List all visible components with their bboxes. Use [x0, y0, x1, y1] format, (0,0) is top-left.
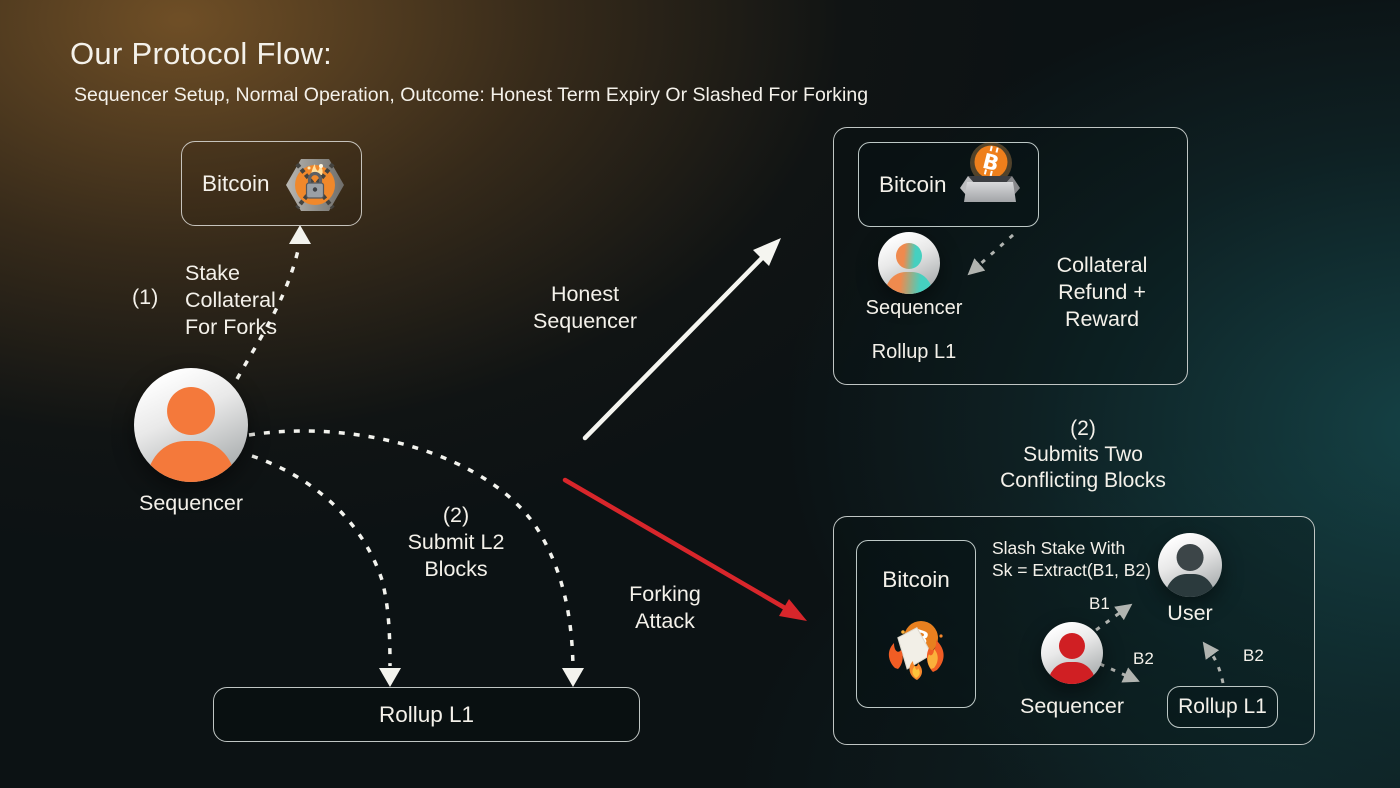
b2-right-arrow — [1202, 641, 1225, 684]
slash-stake-label: Slash Stake With Sk = Extract(B1, B2) — [992, 538, 1152, 580]
submit-blocks-inner-arc — [251, 454, 392, 667]
avatar-body — [884, 271, 934, 294]
forking-arrow — [562, 477, 788, 611]
refund-arrow — [967, 233, 1014, 276]
step1-number: (1) — [132, 285, 159, 309]
page-title: Our Protocol Flow: — [70, 36, 333, 71]
forking-branch-label: Forking Attack — [629, 582, 701, 633]
inner-arc-arrowhead-icon — [379, 668, 401, 687]
step1-label: Stake Collateral For Forks — [185, 261, 277, 339]
honest-arrow — [582, 254, 766, 441]
honest-sequencer-avatar — [878, 232, 940, 294]
b1-label: B1 — [1089, 594, 1110, 613]
honest-bitcoin-label: Bitcoin — [879, 171, 947, 197]
honest-rollup-label: Rollup L1 — [871, 341, 957, 363]
honest-sequencer-label: Sequencer — [865, 297, 963, 319]
sequencer-avatar — [134, 368, 248, 482]
bitcoin-stake-box: Bitcoin — [181, 141, 362, 226]
b2-left-arrow — [1099, 662, 1140, 683]
sequencer-label: Sequencer — [139, 491, 243, 515]
avatar-head — [895, 242, 923, 269]
forking-arrowhead-icon — [779, 599, 807, 621]
reward-label: Collateral Refund + Reward — [1056, 253, 1148, 331]
locked-bitcoin-icon — [285, 158, 344, 211]
avatar-body — [1165, 573, 1215, 597]
rollup-l1-box: Rollup L1 — [213, 687, 640, 742]
malicious-sequencer-avatar — [1041, 622, 1103, 684]
avatar-head — [1058, 632, 1086, 659]
avatar-head — [1176, 543, 1204, 571]
honest-outcome-box — [833, 127, 1188, 385]
b1-arrow — [1095, 603, 1133, 632]
user-label: User — [1167, 601, 1213, 625]
forking-rollup-label: Rollup L1 — [1178, 695, 1267, 718]
page-subtitle: Sequencer Setup, Normal Operation, Outco… — [74, 84, 869, 106]
svg-text:B: B — [980, 149, 1001, 176]
user-avatar — [1158, 533, 1222, 597]
forking-rollup-box: Rollup L1 — [1167, 686, 1278, 728]
conflicting-blocks-label: (2) Submits Two Conflicting Blocks — [1000, 417, 1166, 492]
honest-arrowhead-icon — [753, 238, 781, 266]
forking-bitcoin-label: Bitcoin — [882, 567, 950, 592]
rollup-l1-box-label: Rollup L1 — [378, 701, 475, 727]
outer-arc-arrowhead-icon — [562, 668, 584, 687]
forking-bitcoin-box: Bitcoin — [856, 540, 976, 708]
b2-right-label: B2 — [1243, 646, 1264, 665]
avatar-body — [146, 440, 236, 482]
step2-label: (2) Submit L2 Blocks — [407, 503, 505, 581]
bitcoin-stake-box-label: Bitcoin — [202, 170, 270, 196]
malicious-sequencer-label: Sequencer — [1020, 694, 1124, 718]
stake-arrowhead-icon — [289, 225, 311, 244]
burning-bitcoin-icon: B — [888, 621, 944, 680]
bitcoin-box-icon: B — [960, 142, 1020, 202]
avatar-head — [167, 387, 215, 436]
submit-blocks-outer-arc — [248, 429, 575, 667]
b2-left-label: B2 — [1133, 649, 1154, 668]
honest-branch-label: Honest Sequencer — [533, 282, 637, 333]
avatar-body — [1047, 661, 1097, 684]
stake-collateral-arrow — [235, 245, 301, 380]
